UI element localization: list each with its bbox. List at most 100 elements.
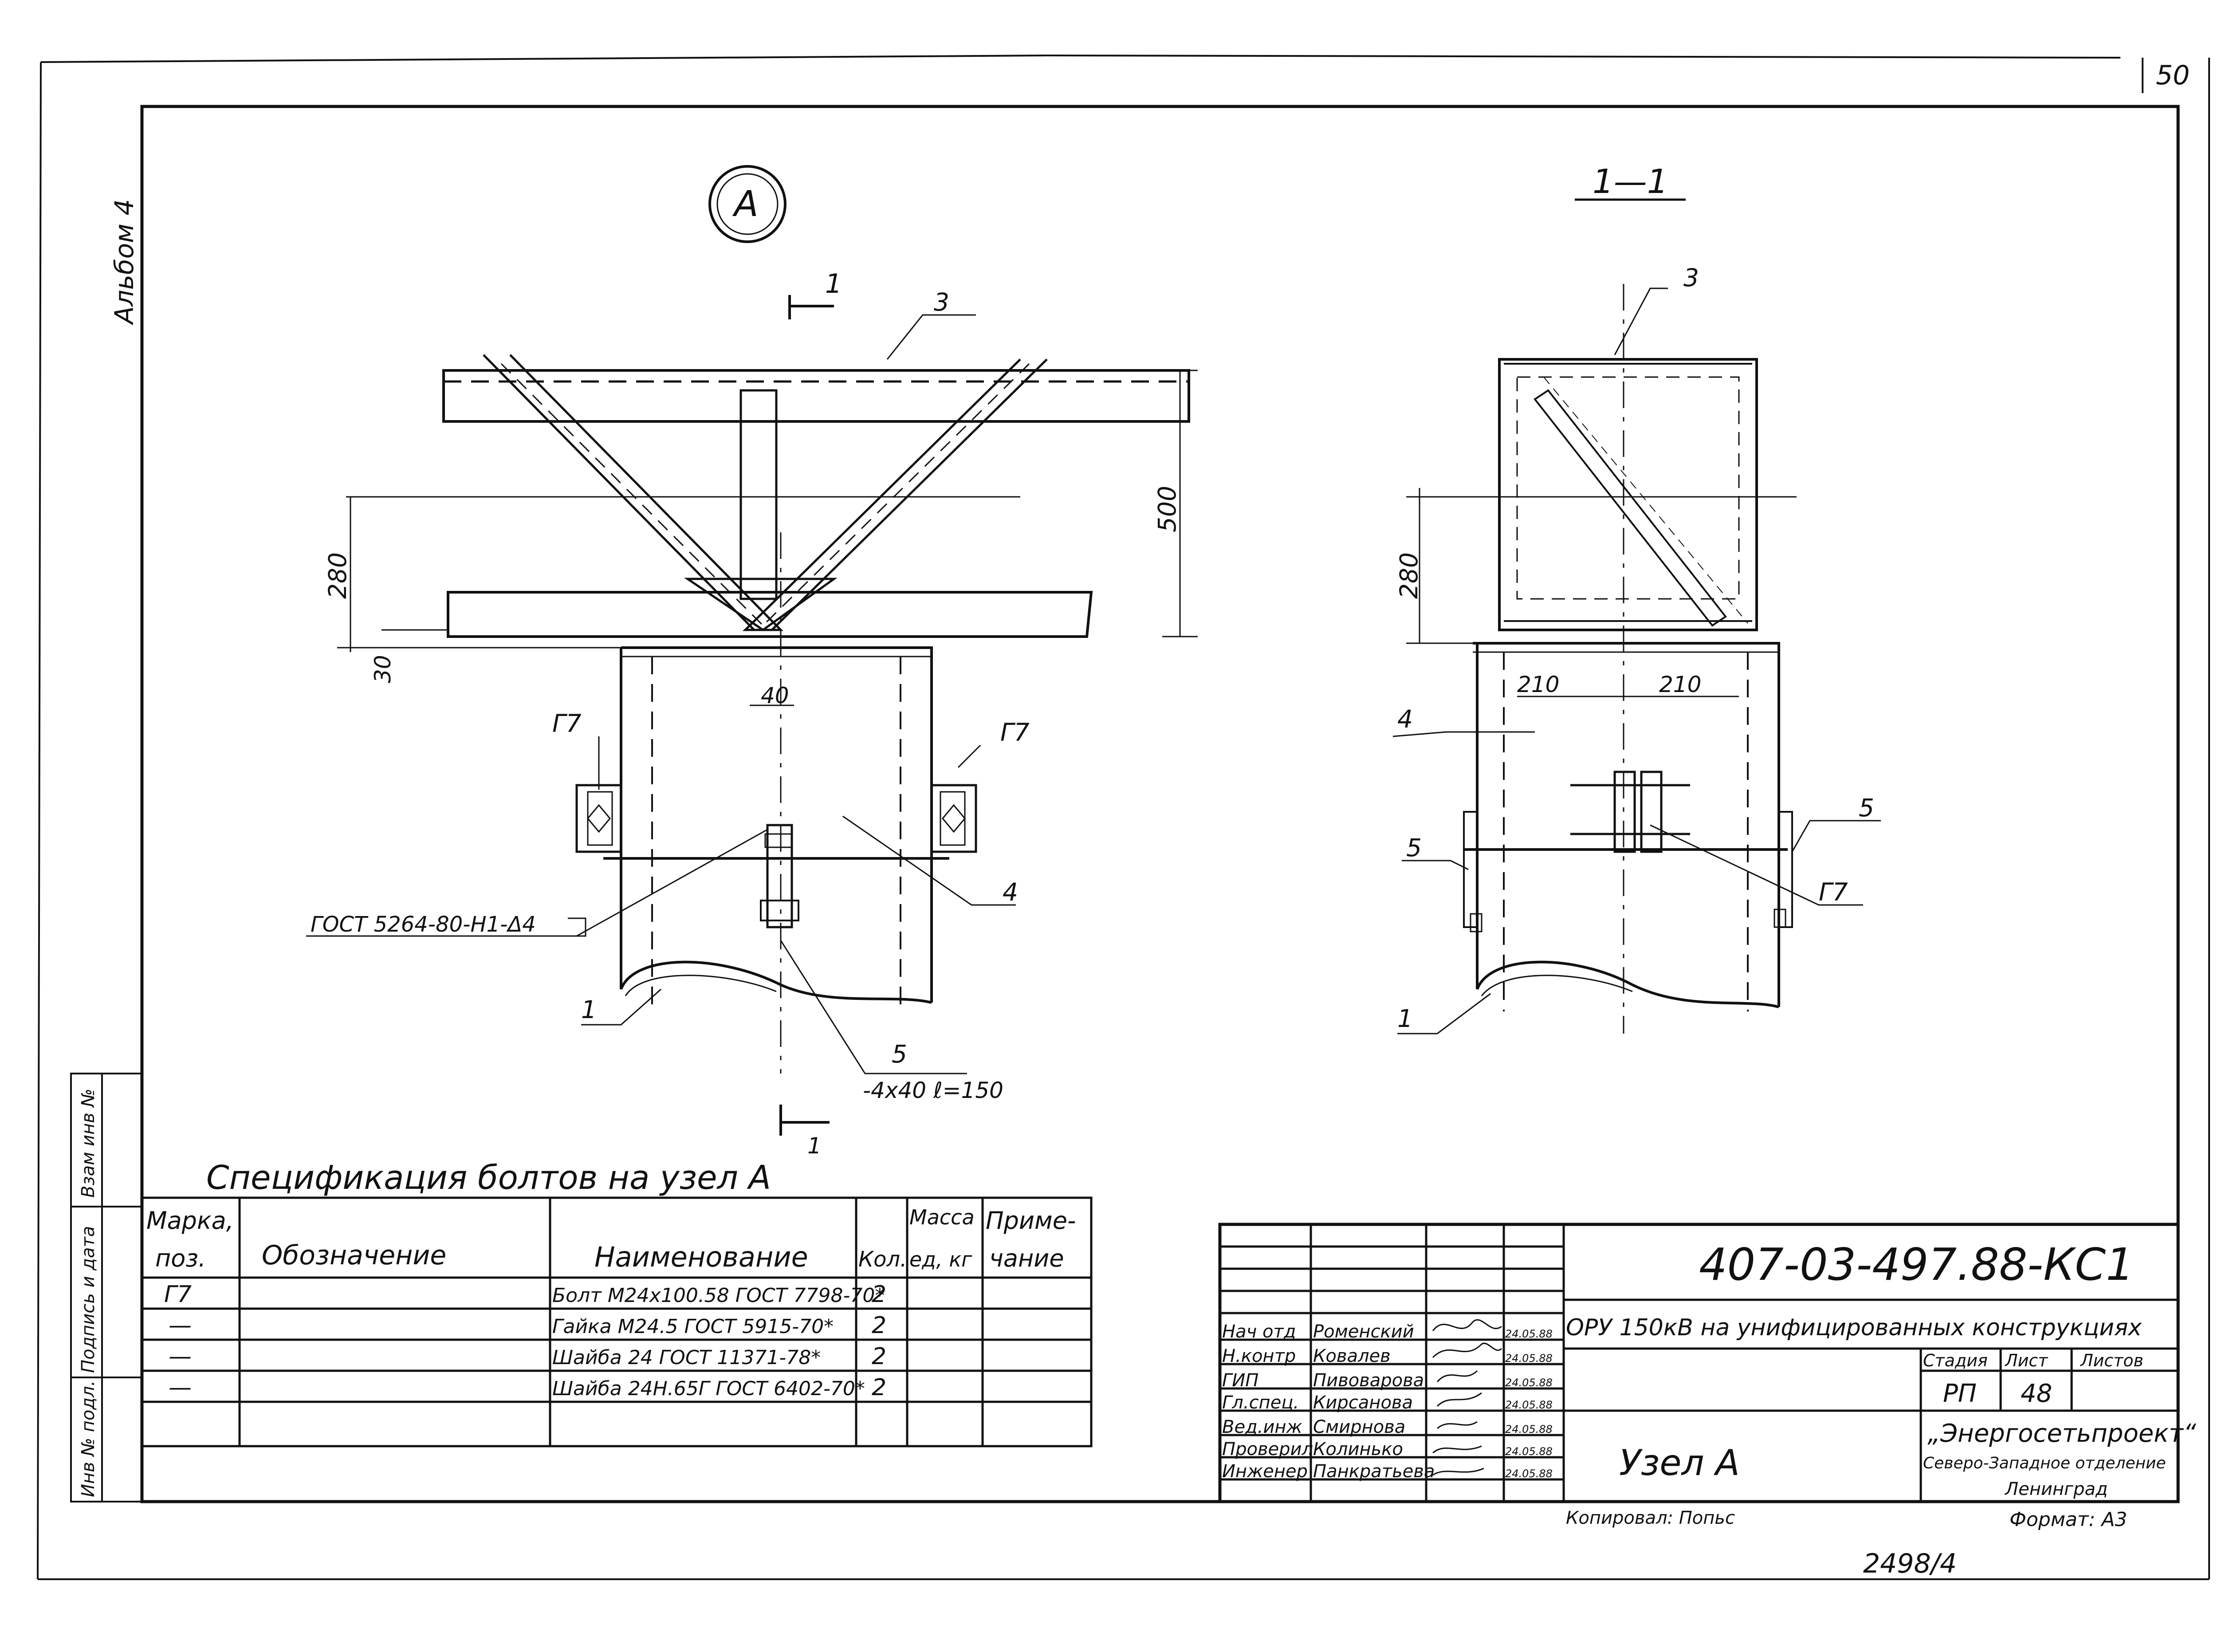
g7-right-label: Г7 xyxy=(1000,718,1030,747)
spec-header-mass-2: ед, кг xyxy=(909,1247,972,1271)
person-name: Панкратьева xyxy=(1313,1461,1435,1482)
spec-row-name: Шайба 24 ГОСТ 11371-78* xyxy=(552,1346,821,1369)
org-line-1: „Энергосетьпроект“ xyxy=(1927,1419,2197,1448)
pos-4-label: 4 xyxy=(1003,878,1018,906)
stamp-sign-date: Подпись и дата xyxy=(78,1226,98,1373)
spec-title: Спецификация болтов на узел А xyxy=(206,1159,771,1197)
stage-value: РП xyxy=(1943,1379,1977,1408)
person-name: Пивоварова xyxy=(1313,1370,1424,1391)
spec-row-qty: 2 xyxy=(872,1281,886,1308)
spec-row-name: Болт М24x100.58 ГОСТ 7798-70* xyxy=(552,1284,885,1307)
drawing-code: 407-03-497.88-КС1 xyxy=(1699,1239,2134,1290)
page-number: 50 xyxy=(2156,60,2190,91)
person-role: Нач отд xyxy=(1222,1322,1296,1342)
cut-mark-bottom: 1 xyxy=(807,1133,822,1159)
dim-500-label: 500 xyxy=(1153,486,1181,532)
section-dim-210-b: 210 xyxy=(1659,672,1701,697)
splice-plate xyxy=(766,824,793,928)
section-pos-5-left: 5 xyxy=(1406,834,1422,862)
left-brace xyxy=(483,354,783,631)
person-date: 24.05.88 xyxy=(1505,1445,1553,1458)
spec-row-mark: — xyxy=(169,1312,192,1339)
plate-note: -4x40 ℓ=150 xyxy=(863,1078,1003,1103)
right-brace xyxy=(742,358,1048,631)
stamp-inv-orig: Инв № подл. xyxy=(78,1381,98,1497)
section-pos-3: 3 xyxy=(1683,264,1699,292)
pos-5-label: 5 xyxy=(892,1040,907,1068)
pos-1-label: 1 xyxy=(581,995,597,1024)
section-pipe xyxy=(1473,642,1780,1007)
person-role: Инженер xyxy=(1222,1461,1308,1482)
sheet-frame xyxy=(37,55,2210,1580)
spec-row-mark: Г7 xyxy=(164,1281,192,1308)
spec-row-qty: 2 xyxy=(872,1312,886,1339)
spec-header-qty: Кол. xyxy=(858,1247,907,1272)
album-label: Альбом 4 xyxy=(109,199,139,326)
person-name: Кирсанова xyxy=(1313,1392,1413,1413)
spec-header-name: Наименование xyxy=(594,1241,808,1273)
sheet-name: Узел А xyxy=(1619,1442,1740,1483)
spec-header-note-2: чание xyxy=(989,1244,1064,1272)
clamp-right xyxy=(930,784,977,853)
signatures xyxy=(1432,1319,1502,1476)
section-1-1-view xyxy=(1392,198,1881,1034)
spec-row-qty: 2 xyxy=(872,1374,886,1401)
person-role: ГИП xyxy=(1222,1370,1258,1391)
section-splice xyxy=(1613,771,1636,853)
section-brace xyxy=(1534,389,1727,627)
person-date: 24.05.88 xyxy=(1505,1377,1553,1389)
spec-row-name: Шайба 24Н.65Г ГОСТ 6402-70* xyxy=(552,1377,865,1400)
title-block xyxy=(1218,1223,2180,1503)
clamp-left xyxy=(575,784,622,853)
person-role: Вед.инж xyxy=(1222,1417,1302,1437)
dim-40-label: 40 xyxy=(761,683,789,708)
side-plate-left xyxy=(1463,811,1478,928)
section-cut-top xyxy=(788,295,834,319)
section-frame xyxy=(1498,358,1758,631)
section-pos-1: 1 xyxy=(1397,1004,1413,1033)
spec-table xyxy=(141,1196,1093,1447)
dim-280-label: 280 xyxy=(323,552,352,599)
project-title: ОРУ 150кВ на унифицированных конструкция… xyxy=(1566,1314,2142,1341)
section-pos-4: 4 xyxy=(1397,705,1413,733)
spec-row-name: Гайка М24.5 ГОСТ 5915-70* xyxy=(552,1315,834,1338)
weld-note: ГОСТ 5264-80-Н1-Δ4 xyxy=(311,912,536,937)
person-date: 24.05.88 xyxy=(1505,1328,1553,1340)
upper-beam xyxy=(442,369,1190,423)
pipe-break xyxy=(620,960,932,1004)
org-line-3: Ленинград xyxy=(2004,1479,2108,1499)
vertical-post xyxy=(739,389,778,600)
spec-row-mark: — xyxy=(169,1374,192,1401)
doc-number: 2498/4 xyxy=(1863,1548,1957,1579)
person-name: Роменский xyxy=(1313,1322,1414,1342)
person-role: Гл.спец. xyxy=(1222,1392,1299,1413)
node-a-view xyxy=(306,165,1198,1136)
section-dim-280: 280 xyxy=(1395,552,1423,599)
sheets-label: Листов xyxy=(2080,1351,2143,1370)
person-name: Ковалев xyxy=(1313,1346,1391,1366)
cut-mark-top: 1 xyxy=(825,268,842,299)
person-name: Колинько xyxy=(1313,1439,1403,1459)
section-g7: Г7 xyxy=(1819,878,1848,906)
format-label: Формат: А3 xyxy=(2010,1508,2127,1531)
g7-left-label: Г7 xyxy=(552,709,582,738)
person-date: 24.05.88 xyxy=(1505,1352,1553,1365)
person-date: 24.05.88 xyxy=(1505,1399,1553,1411)
spec-header-mark-2: поз. xyxy=(155,1244,206,1272)
spec-header-note-1: Приме- xyxy=(986,1207,1076,1235)
person-role: Проверил xyxy=(1222,1439,1313,1459)
lower-beam xyxy=(447,591,1093,638)
people-list: Нач отд Роменский 24.05.88 Н.контр Ковал… xyxy=(1222,1322,1553,1482)
spec-row-qty: 2 xyxy=(872,1343,886,1370)
section-title: 1—1 xyxy=(1593,162,1668,201)
person-role: Н.контр xyxy=(1222,1346,1296,1366)
spec-row-mark: — xyxy=(169,1343,192,1370)
spec-rows: Г7 Болт М24x100.58 ГОСТ 7798-70* 2 — Гай… xyxy=(164,1281,886,1401)
sheet-label: Лист xyxy=(2004,1351,2049,1370)
section-pos-5-right: 5 xyxy=(1859,794,1874,822)
gusset-plate xyxy=(684,578,838,632)
pos-3-label: 3 xyxy=(934,288,949,316)
section-cut-bottom xyxy=(779,1105,830,1136)
copied-by: Копировал: Попьс xyxy=(1566,1508,1735,1528)
